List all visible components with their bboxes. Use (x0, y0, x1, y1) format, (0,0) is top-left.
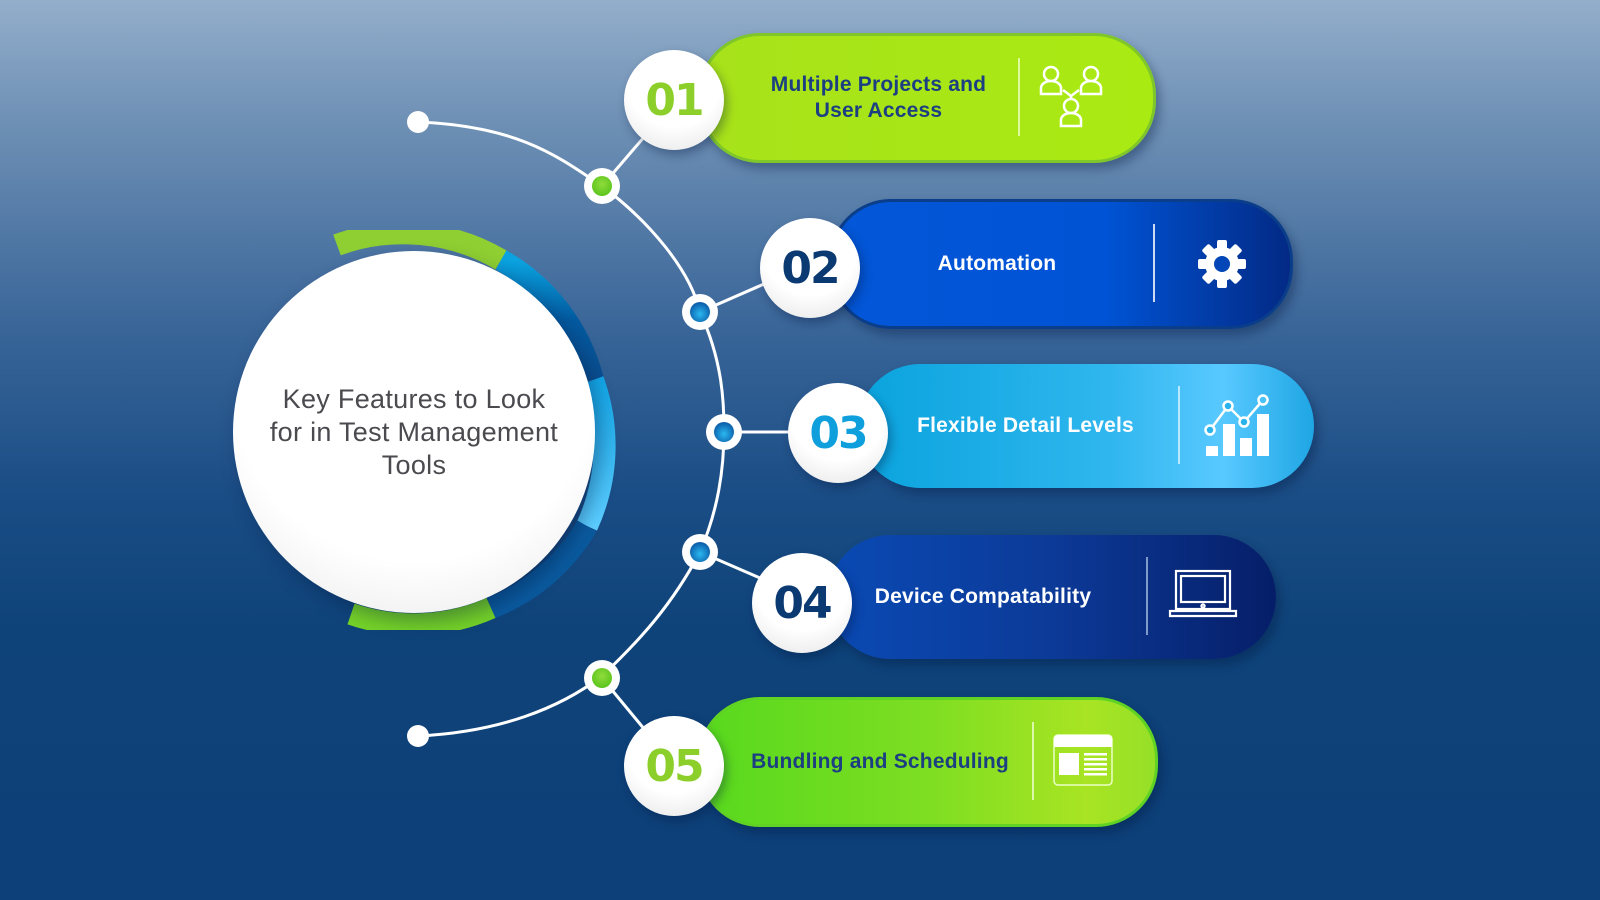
feature-card-01: Multiple Projects and User Access (698, 33, 1156, 163)
feature-label: Automation (937, 252, 1057, 275)
divider (1018, 58, 1020, 136)
users-network-icon (1039, 65, 1103, 128)
divider (1153, 224, 1155, 302)
feature-number-03: 03 (788, 383, 888, 483)
divider (1178, 386, 1180, 464)
hub-circle: Key Features to Look for in Test Managem… (233, 251, 595, 613)
feature-label: Device Compatability (874, 585, 1092, 608)
feature-label: Flexible Detail Levels (917, 414, 1134, 437)
feature-card-02: Automation (829, 199, 1293, 329)
gear-icon (1198, 240, 1246, 288)
browser-layout-icon (1053, 734, 1113, 786)
hub-title: Key Features to Look for in Test Managem… (269, 383, 559, 480)
feature-number-05: 05 (624, 716, 724, 816)
feature-number-01: 01 (624, 50, 724, 150)
feature-number-04: 04 (752, 553, 852, 653)
feature-card-05: Bundling and Scheduling (698, 697, 1158, 827)
divider (1146, 557, 1148, 635)
feature-label: Bundling and Scheduling (751, 750, 1009, 773)
divider (1032, 722, 1034, 800)
hub-ring (333, 230, 616, 630)
feature-card-04: Device Compatability (828, 535, 1276, 659)
feature-label: Multiple Projects and User Access (770, 73, 987, 122)
feature-card-03: Flexible Detail Levels (858, 364, 1314, 488)
feature-number-02: 02 (760, 218, 860, 318)
laptop-icon (1168, 569, 1238, 618)
bar-line-chart-icon (1204, 394, 1269, 456)
